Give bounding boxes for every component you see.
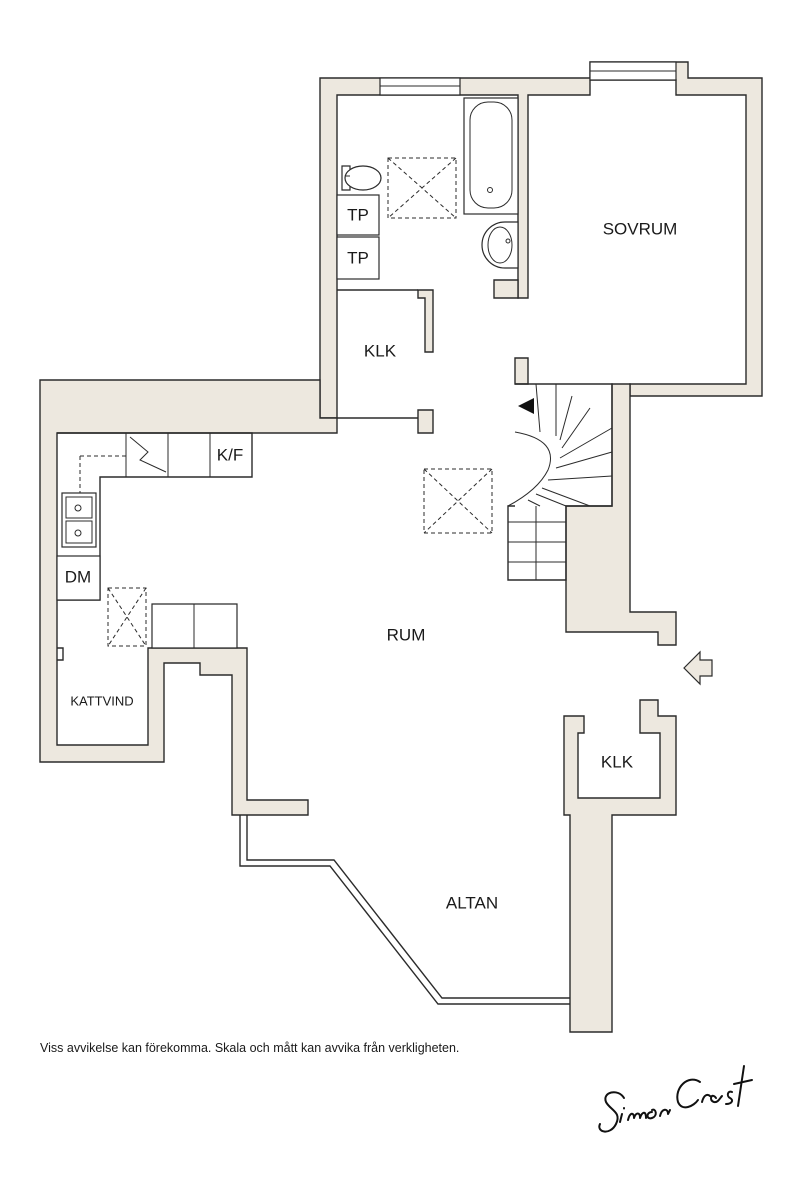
- wall-left-wing: [39, 379, 338, 816]
- staircase: [507, 383, 613, 581]
- tp-box-1: [336, 194, 380, 236]
- label-rum: RUM: [387, 625, 426, 644]
- skylight-bath: [387, 157, 457, 219]
- kitchen-sink-icon: [61, 492, 97, 548]
- tp-box-2: [336, 236, 380, 280]
- wall-upper-left: [319, 61, 763, 419]
- dm-box: [56, 555, 101, 601]
- label-tp-1: TP: [347, 205, 369, 224]
- simon-crest-logo: [598, 1065, 753, 1133]
- wall-klk-stub-bottom: [417, 409, 434, 434]
- entrance-arrow-icon: [683, 650, 713, 686]
- wall-lower-right: [563, 699, 677, 1033]
- label-sovrum: SOVRUM: [603, 219, 678, 238]
- label-klk-upper: KLK: [364, 341, 397, 360]
- walls: [39, 61, 763, 1033]
- room-labels: SOVRUM TP TP KLK K/F DM KATTVIND RUM KLK…: [65, 205, 678, 912]
- label-altan: ALTAN: [446, 893, 498, 912]
- stair-direction-arrow-icon: [518, 398, 534, 414]
- skylight-kitchen: [107, 587, 147, 647]
- toilet-icon: [341, 165, 382, 191]
- wall-right-stair: [565, 383, 677, 646]
- label-klk-lower: KLK: [601, 752, 634, 771]
- interior-lines: [56, 61, 713, 1005]
- disclaimer-text: Viss avvikelse kan förekomma. Skala och …: [40, 1041, 460, 1055]
- wall-klk-stub-top: [417, 289, 434, 353]
- stove-icon: [129, 436, 167, 473]
- label-kattvind: KATTVIND: [70, 693, 133, 708]
- bathtub-icon: [463, 97, 519, 215]
- sink-icon: [481, 221, 519, 269]
- wall-stair-stub: [514, 357, 529, 385]
- label-kf: K/F: [217, 445, 243, 464]
- skylight-rum: [423, 468, 493, 534]
- wall-bath-stub: [493, 279, 519, 299]
- label-tp-2: TP: [347, 248, 369, 267]
- label-dm: DM: [65, 567, 91, 586]
- altan-railing: [239, 815, 570, 1005]
- klk-upper-outline: [337, 289, 418, 419]
